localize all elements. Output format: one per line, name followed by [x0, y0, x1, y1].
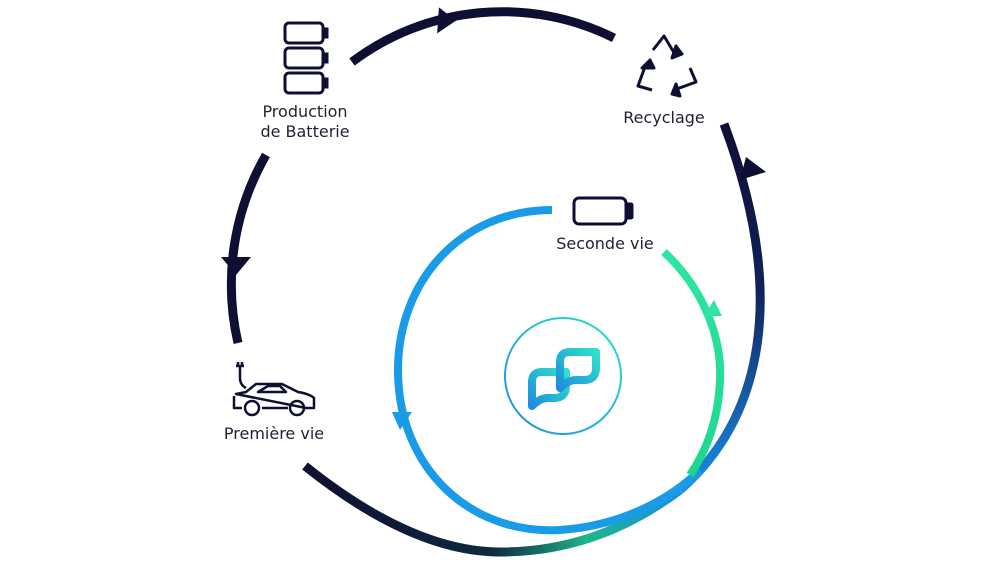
- arrow-head-inner-left: [392, 412, 412, 430]
- electric-car-icon: [232, 362, 316, 417]
- production-label: Production de Batterie: [255, 102, 355, 142]
- second-life-label: Seconde vie: [556, 234, 654, 253]
- arrow-head-inner-right: [704, 300, 722, 316]
- battery-icon: [572, 196, 634, 226]
- recycling-label: Recyclage: [623, 108, 705, 127]
- production-label-line1: Production: [262, 102, 348, 121]
- arrow-head-left: [221, 257, 251, 275]
- arc-first-life-to-second-loop: [302, 462, 683, 557]
- production-label-line2: de Batterie: [260, 122, 350, 141]
- recycle-icon: [636, 34, 698, 98]
- linked-leaves-logo-icon: [528, 348, 600, 410]
- arc-second-life-right: [661, 249, 725, 478]
- battery-stack-icon: [283, 21, 329, 95]
- arc-to-recycling: [677, 122, 765, 494]
- arrow-head-right: [740, 157, 766, 180]
- arc-production-to-first-life: [226, 152, 270, 345]
- arc-recycling-to-production: [349, 7, 617, 66]
- arrow-head-top: [437, 7, 457, 34]
- arc-second-life-left: [393, 206, 703, 535]
- first-life-label: Première vie: [223, 424, 325, 443]
